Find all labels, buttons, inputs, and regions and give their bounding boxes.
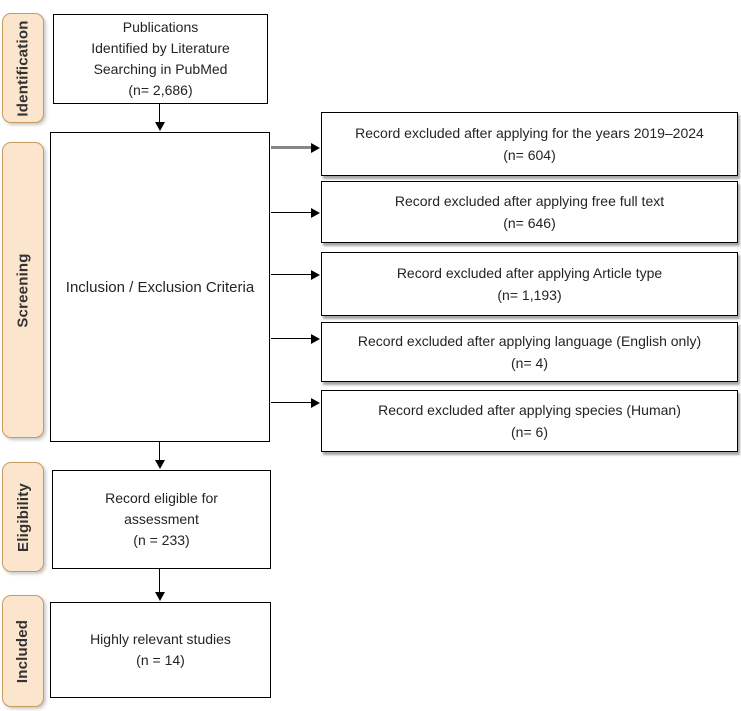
arrow-shaft xyxy=(271,273,311,276)
arrow-shaft xyxy=(158,104,161,122)
node-excluded-language: Record excluded after applying language … xyxy=(321,322,738,382)
node-text-line: Record excluded after applying species (… xyxy=(378,402,681,418)
node-count: (n= 6) xyxy=(511,424,548,440)
arrow-criteria-to-excluded-free-full-text xyxy=(271,207,320,218)
stage-label-text: Included xyxy=(14,619,32,683)
node-count: (n= 2,686) xyxy=(128,82,193,98)
arrow-publications-to-criteria xyxy=(154,104,165,131)
arrow-shaft xyxy=(158,442,161,460)
node-eligible-for-assessment: Record eligible for assessment (n = 233) xyxy=(52,470,271,569)
arrow-head-down-icon xyxy=(154,460,165,469)
stage-label-text: Eligibility xyxy=(14,482,32,552)
node-inclusion-exclusion-criteria: Inclusion / Exclusion Criteria xyxy=(50,132,270,442)
node-text-line: Inclusion / Exclusion Criteria xyxy=(65,278,255,296)
node-count: (n= 4) xyxy=(511,355,548,371)
node-text-line: Record eligible for xyxy=(105,490,218,506)
arrow-shaft xyxy=(271,146,311,149)
arrow-eligible-to-included xyxy=(154,569,165,601)
node-text-line: Record excluded after applying for the y… xyxy=(355,125,704,141)
arrow-head-right-icon xyxy=(311,397,320,408)
node-publications-identified: Publications Identified by Literature Se… xyxy=(53,14,268,104)
node-text-line: assessment xyxy=(124,511,199,527)
node-count: (n= 604) xyxy=(503,147,556,163)
arrow-criteria-to-excluded-article-type xyxy=(271,269,320,280)
node-excluded-years: Record excluded after applying for the y… xyxy=(321,112,738,176)
node-count: (n = 233) xyxy=(133,532,190,548)
stage-label-eligibility: Eligibility xyxy=(2,462,44,572)
arrow-shaft xyxy=(271,337,311,340)
node-highly-relevant-studies: Highly relevant studies (n = 14) xyxy=(50,602,271,698)
arrow-head-down-icon xyxy=(154,122,165,131)
arrow-criteria-to-excluded-language xyxy=(271,333,320,344)
arrow-head-right-icon xyxy=(311,142,320,153)
node-text-line: Identified by Literature xyxy=(91,40,230,56)
node-text-line: Searching in PubMed xyxy=(93,61,228,77)
node-count: (n= 1,193) xyxy=(497,287,562,303)
node-text-line: Record excluded after applying Article t… xyxy=(396,265,663,281)
stage-label-text: Identification xyxy=(14,19,32,117)
node-count: (n = 14) xyxy=(136,652,185,668)
arrow-head-right-icon xyxy=(311,333,320,344)
stage-label-text: Screening xyxy=(14,252,32,328)
arrow-criteria-to-excluded-species xyxy=(271,397,320,408)
stage-label-included: Included xyxy=(2,595,44,707)
arrow-shaft xyxy=(271,211,311,214)
arrow-criteria-to-excluded-years xyxy=(271,142,320,153)
node-excluded-free-full-text: Record excluded after applying free full… xyxy=(321,181,738,243)
stage-label-identification: Identification xyxy=(2,13,44,123)
arrow-head-right-icon xyxy=(311,269,320,280)
node-count: (n= 646) xyxy=(503,215,556,231)
node-excluded-article-type: Record excluded after applying Article t… xyxy=(321,252,738,316)
arrow-head-down-icon xyxy=(154,592,165,601)
node-text-line: Record excluded after applying free full… xyxy=(394,193,665,209)
node-text-line: Publications xyxy=(122,19,199,35)
stage-label-screening: Screening xyxy=(2,142,44,438)
arrow-shaft xyxy=(158,569,161,592)
node-excluded-species: Record excluded after applying species (… xyxy=(321,390,738,452)
arrow-shaft xyxy=(271,401,311,404)
arrow-criteria-to-eligible xyxy=(154,442,165,469)
node-text-line: Record excluded after applying language … xyxy=(357,333,702,349)
arrow-head-right-icon xyxy=(311,207,320,218)
node-text-line: Highly relevant studies xyxy=(90,631,231,647)
